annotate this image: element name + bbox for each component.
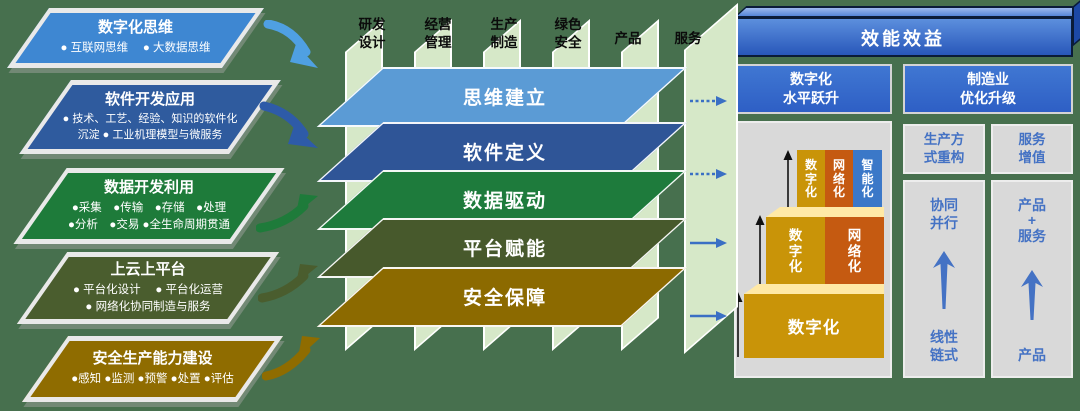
- header-bar: [733, 17, 1073, 57]
- capability-box-software-dev: 软件开发应用 ● 技术、工艺、经验、知识的软件化 沉淀 ● 工业机理模型与微服务: [19, 80, 281, 154]
- dashed-arrow-1-icon: [690, 96, 727, 106]
- box-title: 软件开发应用: [104, 90, 195, 108]
- benefit-box-digital-leap: 数字化 水平跃升: [730, 64, 892, 114]
- flow-arrow-2-icon: [259, 101, 318, 148]
- capability-box-cloud-platform: 上云上平台 ● 平台化设计 ● 平台化运营 ● 网络化协同制造与服务: [16, 252, 280, 324]
- flow-arrow-1-icon: [263, 20, 318, 68]
- box-title: 安全生产能力建设: [92, 350, 213, 368]
- pyramid-top-digital: 数字化: [797, 150, 825, 209]
- pyramid-top-intelligent: 智能化: [853, 150, 882, 209]
- column-label-green-safety: 绿色 安全: [554, 17, 582, 50]
- up-arrow-icon: [1021, 270, 1043, 321]
- layer-label-platform-empower: 平台赋能: [462, 239, 547, 260]
- box-bullets: ● 互联网思维 ● 大数据思维: [60, 42, 211, 55]
- flow-arrow-4-icon: [258, 264, 318, 303]
- step-arrow-mid-icon: [755, 215, 765, 285]
- column-label-product: 产品: [614, 31, 642, 46]
- box-title: 数据开发利用: [103, 178, 194, 196]
- column-label-operation-mgmt: 经营 管理: [424, 17, 452, 50]
- box-bullets: 沉淀 ● 工业机理模型与微服务: [77, 128, 223, 141]
- layer-label-security: 安全保障: [462, 288, 547, 309]
- column-label-service: 服务: [674, 31, 702, 46]
- pyramid-mid-top-face: [766, 207, 884, 217]
- column-box-collaboration: 协同 并行 线性 链式: [903, 180, 985, 378]
- dashed-arrow-3-icon: [690, 238, 727, 248]
- header-bar-side-face: [1072, 0, 1080, 47]
- pyramid-top-network: 网络化: [825, 150, 853, 209]
- box-title: 数字化思维: [97, 19, 173, 37]
- capability-box-data-utilization: 数据开发利用 ●采集 ●传输 ●存储 ●处理 ●分析 ●交易 ●全生命周期贯通: [13, 168, 285, 244]
- box-bullets: ●感知 ●监测 ●预警 ●处置 ●评估: [71, 373, 234, 386]
- header-label: 效能效益: [861, 29, 945, 49]
- dashed-arrow-4-icon: [690, 311, 727, 321]
- flow-arrow-5-icon: [262, 336, 320, 381]
- box-bullets: ● 网络化协同制造与服务: [85, 300, 211, 313]
- box-bullets: ● 平台化设计 ● 平台化运营: [73, 283, 223, 296]
- column-box-product-service: 产品 + 服务 产品: [991, 180, 1073, 378]
- layer-label-data-driven: 数据驱动: [462, 191, 547, 212]
- pyramid-bottom-top-face: [744, 284, 884, 294]
- capability-box-safety-production: 安全生产能力建设 ●感知 ●监测 ●预警 ●处置 ●评估: [21, 336, 284, 402]
- pyramid-mid-digital: 数字化: [766, 217, 825, 286]
- column-box-service-value: 服务 增值: [991, 124, 1073, 174]
- layer-label-mindset: 思维建立: [462, 88, 547, 109]
- dashed-arrow-2-icon: [690, 169, 727, 179]
- layer-label-software-defined: 软件定义: [462, 143, 547, 164]
- box-bullets: ●分析 ●交易 ●全生命周期贯通: [67, 218, 231, 231]
- step-arrow-top-icon: [783, 150, 793, 208]
- column-box-production-restructure: 生产方 式重构: [903, 124, 985, 174]
- pyramid-mid-network: 网络化: [825, 217, 884, 286]
- box-bullets: ● 技术、工艺、经验、知识的软件化: [62, 112, 238, 125]
- column-label-production: 生产 制造: [490, 17, 518, 50]
- up-arrow-icon: [933, 251, 955, 309]
- column-label-rd-design: 研发 设计: [358, 17, 386, 50]
- box-title: 上云上平台: [110, 260, 186, 278]
- pyramid-bottom-digital: 数字化: [744, 294, 884, 358]
- benefit-box-manufacturing-upgrade: 制造业 优化升级: [903, 64, 1073, 114]
- box-bullets: ●采集 ●传输 ●存储 ●处理: [71, 201, 227, 214]
- capability-box-digital-thinking: 数字化思维 ● 互联网思维 ● 大数据思维: [6, 8, 265, 68]
- flow-arrow-3-icon: [256, 194, 318, 233]
